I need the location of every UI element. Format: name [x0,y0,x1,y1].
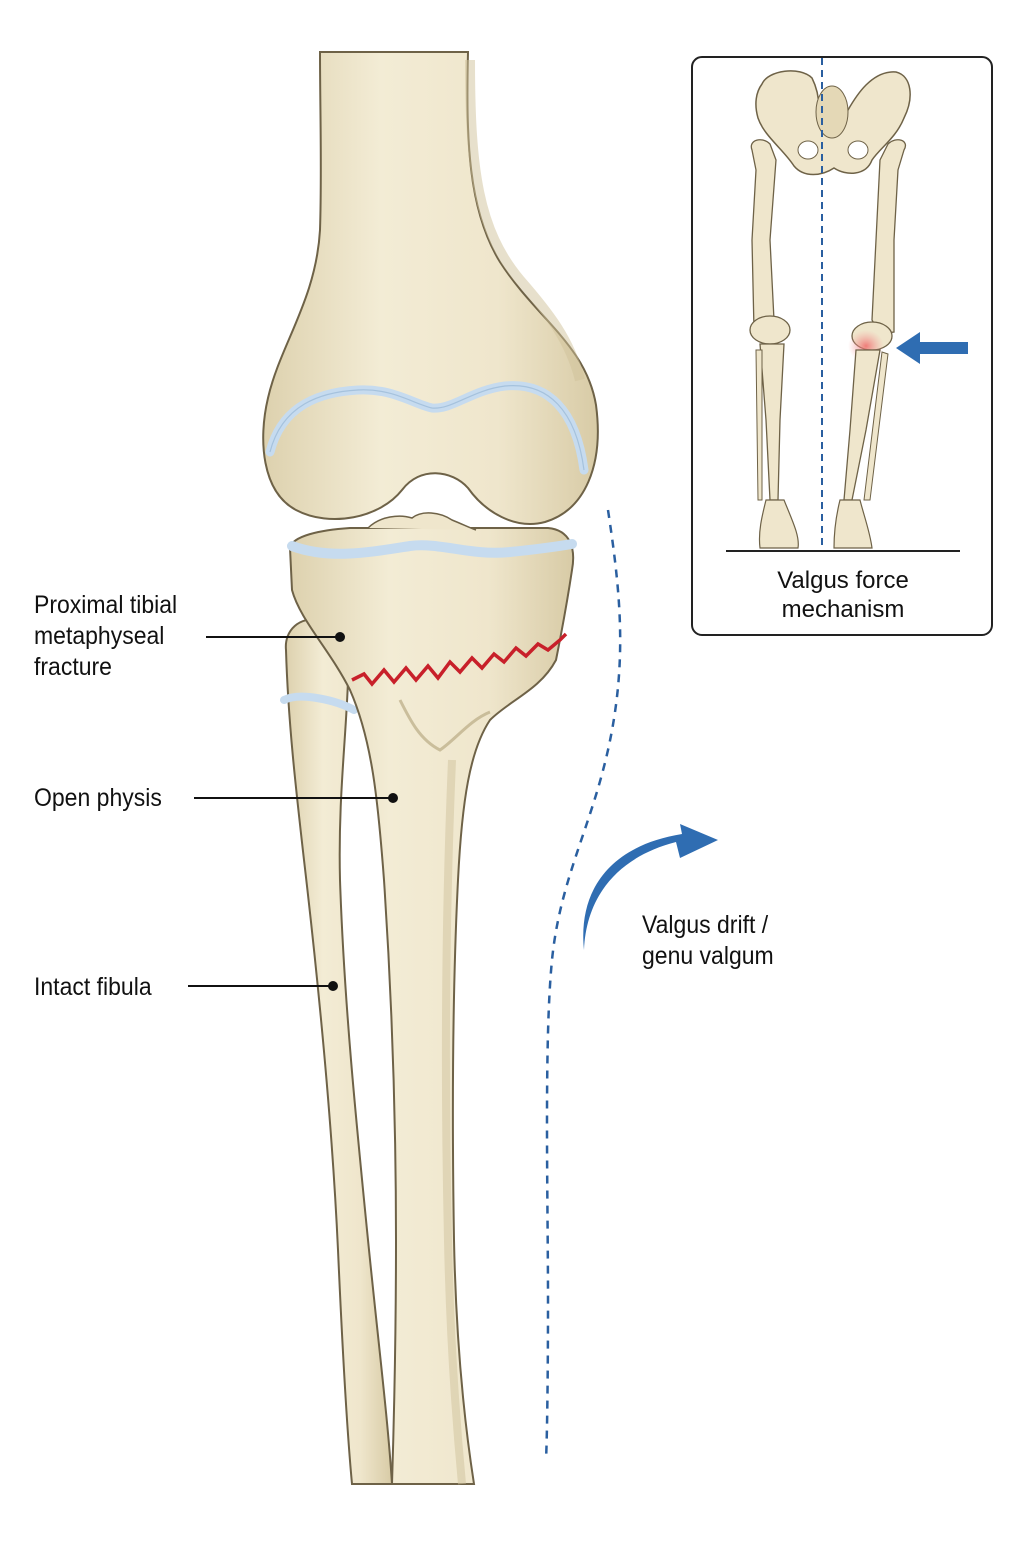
tibia [288,527,575,1485]
femur [262,51,599,525]
inset-caption-line2: mechanism [781,596,905,623]
inset-force-arrow [896,332,968,364]
tibia-tuberosity [398,699,491,752]
label-fracture: Proximal tibial metaphyseal fracture [34,590,177,683]
leader-fibula-dot [328,981,338,991]
inset-right-femur [871,139,907,335]
intercondylar-eminence [367,512,477,531]
inset-caption: Valgus force mechanism [694,566,992,624]
label-fracture-line3: fracture [34,653,112,681]
label-physis-text: Open physis [34,784,162,812]
label-drift: Valgus drift / genu valgum [642,910,774,972]
label-fracture-line1: Proximal tibial [34,591,178,619]
fibular-physis [280,692,358,714]
inset-right-foot [833,499,873,549]
label-fibula: Intact fibula [34,972,152,1003]
fibula [284,618,394,1485]
inset-left-foot [758,499,799,549]
femur-shading [465,59,585,382]
inset-caption-line1: Valgus force [777,567,909,594]
label-drift-line2: genu valgum [642,942,774,970]
tibial-plateau-cartilage [287,539,577,559]
inset-sacrum [815,85,849,139]
label-fibula-text: Intact fibula [34,973,152,1001]
leader-physis-dot [388,793,398,803]
label-physis: Open physis [34,783,162,814]
valgus-drift-arrow [583,824,718,950]
label-drift-line1: Valgus drift / [642,911,769,939]
fracture-line [351,632,568,687]
leader-fracture-dot [335,632,345,642]
label-fracture-line2: metaphyseal [34,622,165,650]
